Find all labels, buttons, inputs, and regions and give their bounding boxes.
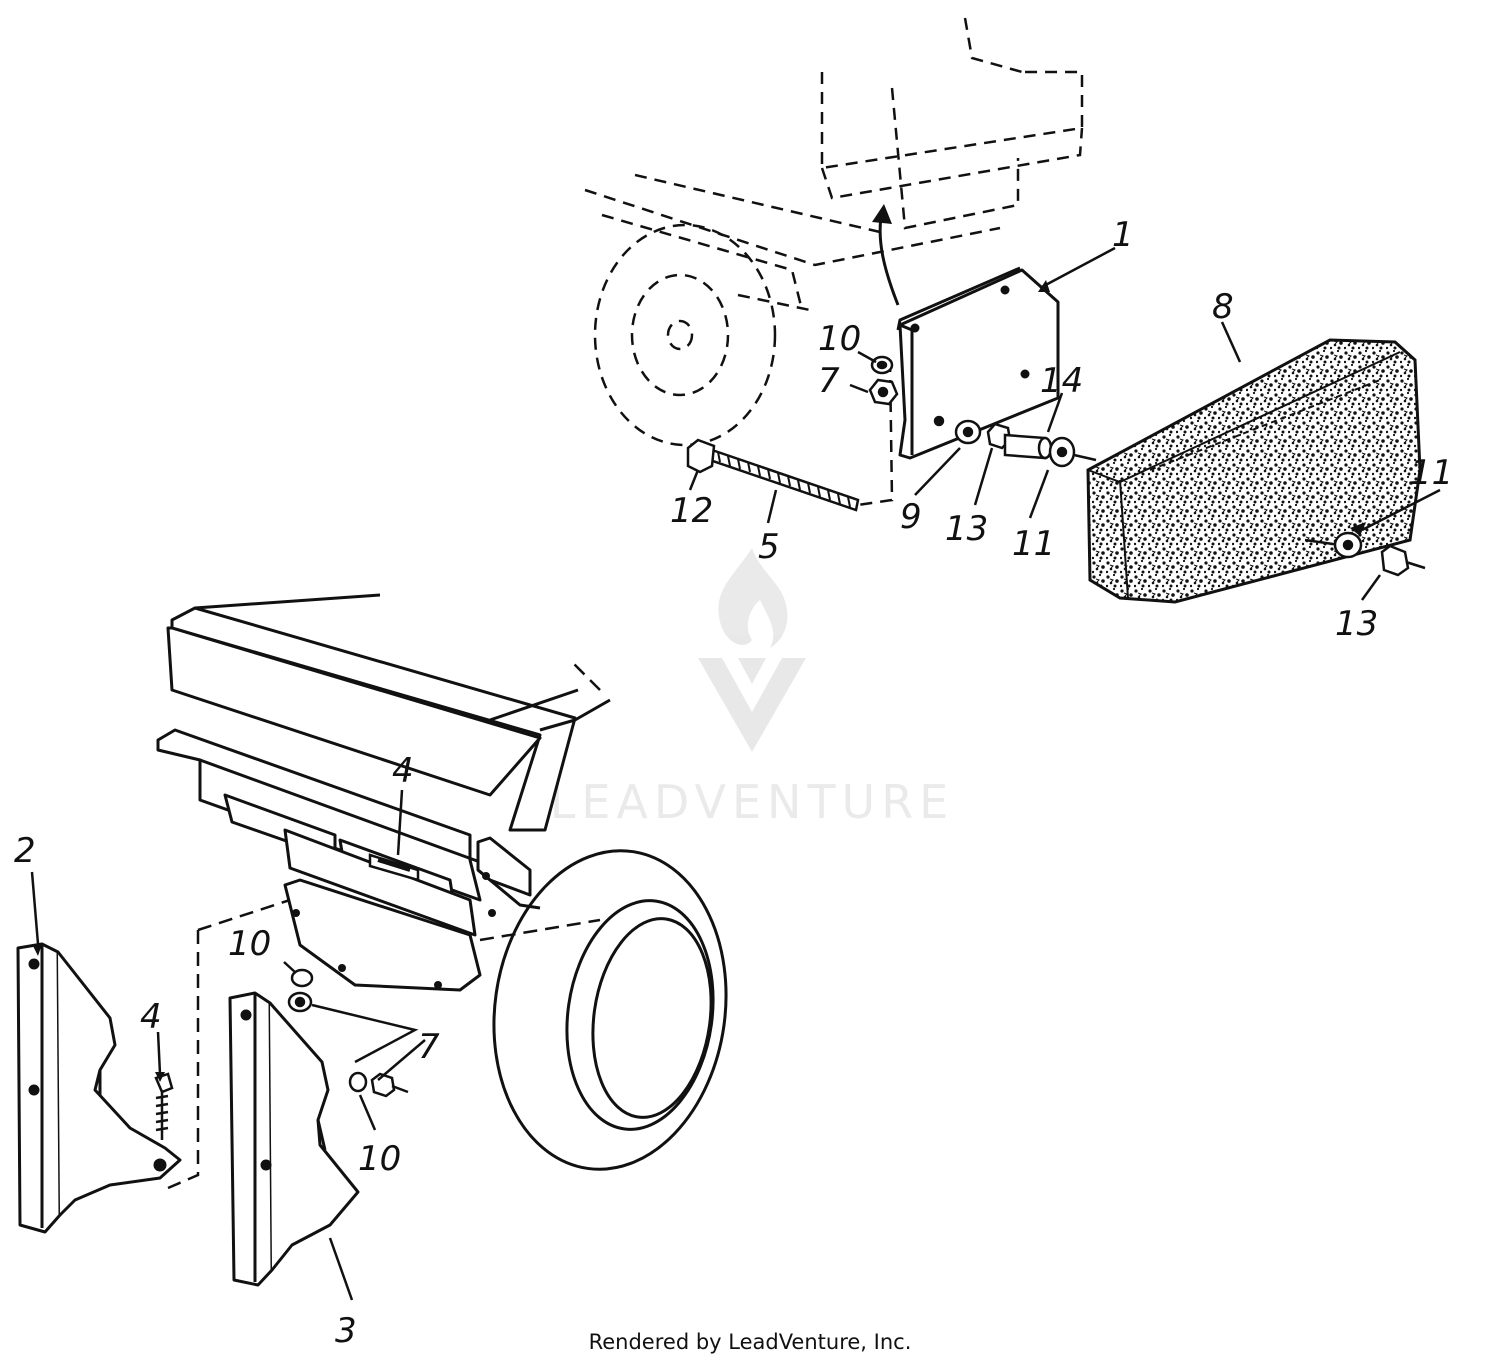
- callout-labels: 1 10 7 14 8 12 5 9 13 11 11 13 4 2 4 10 …: [14, 215, 1453, 1351]
- watermark-text: LEADVENTURE: [550, 775, 955, 829]
- upper-hardware: [868, 355, 1097, 468]
- hex-nut-icon: [370, 1072, 396, 1098]
- leadventure-logo-icon: [698, 548, 806, 752]
- callout-7: 7: [418, 1027, 440, 1067]
- lift-arrow-icon: [878, 211, 900, 306]
- tractor-front-body: [156, 593, 728, 1171]
- chassis-holes: [292, 872, 496, 989]
- small-washer-icon: [933, 415, 945, 427]
- lower-hardware: [287, 968, 419, 1098]
- lower-chassis-dashed: [167, 659, 601, 1190]
- left-mounting-bracket-part: [16, 942, 182, 1234]
- callout-7: 7: [818, 361, 840, 401]
- callout-1: 1: [1112, 215, 1134, 255]
- callout-10: 10: [818, 319, 861, 359]
- callout-14: 14: [1040, 361, 1083, 401]
- callout-10: 10: [358, 1139, 401, 1179]
- coupling-nut-part: [686, 438, 716, 474]
- weight-bracket-part: [896, 266, 1060, 460]
- tractor-outline-dashed: [584, 17, 1084, 507]
- callout-12: 12: [670, 491, 713, 531]
- callout-11: 11: [1012, 524, 1055, 564]
- lock-washer-icon: [348, 1071, 368, 1093]
- suitcase-weight-part: [1086, 338, 1422, 604]
- footer-credit: Rendered by LeadVenture, Inc.: [588, 1330, 912, 1354]
- leadventure-watermark: LEADVENTURE: [550, 548, 955, 829]
- callout-4: 4: [392, 751, 414, 791]
- threaded-rod-part: [708, 448, 860, 512]
- callout-3: 3: [335, 1311, 357, 1351]
- callout-13: 13: [1335, 604, 1378, 644]
- callout-10: 10: [228, 924, 271, 964]
- lift-arrowhead-icon: [872, 204, 892, 224]
- callout-9: 9: [900, 497, 922, 537]
- right-mounting-bracket-part: [228, 991, 360, 1287]
- callout-2: 2: [14, 831, 36, 871]
- callout-4: 4: [140, 997, 162, 1037]
- callout-13: 13: [945, 509, 988, 549]
- callout-5: 5: [758, 527, 780, 567]
- callout-11: 11: [1410, 453, 1453, 493]
- lock-washer-icon: [290, 968, 314, 988]
- leader-arrowheads: [32, 280, 1366, 1082]
- leader-lines: [30, 246, 1441, 1301]
- weight-hardware: [1304, 531, 1426, 577]
- callout-8: 8: [1212, 287, 1234, 327]
- hex-nut-icon: [1380, 544, 1410, 577]
